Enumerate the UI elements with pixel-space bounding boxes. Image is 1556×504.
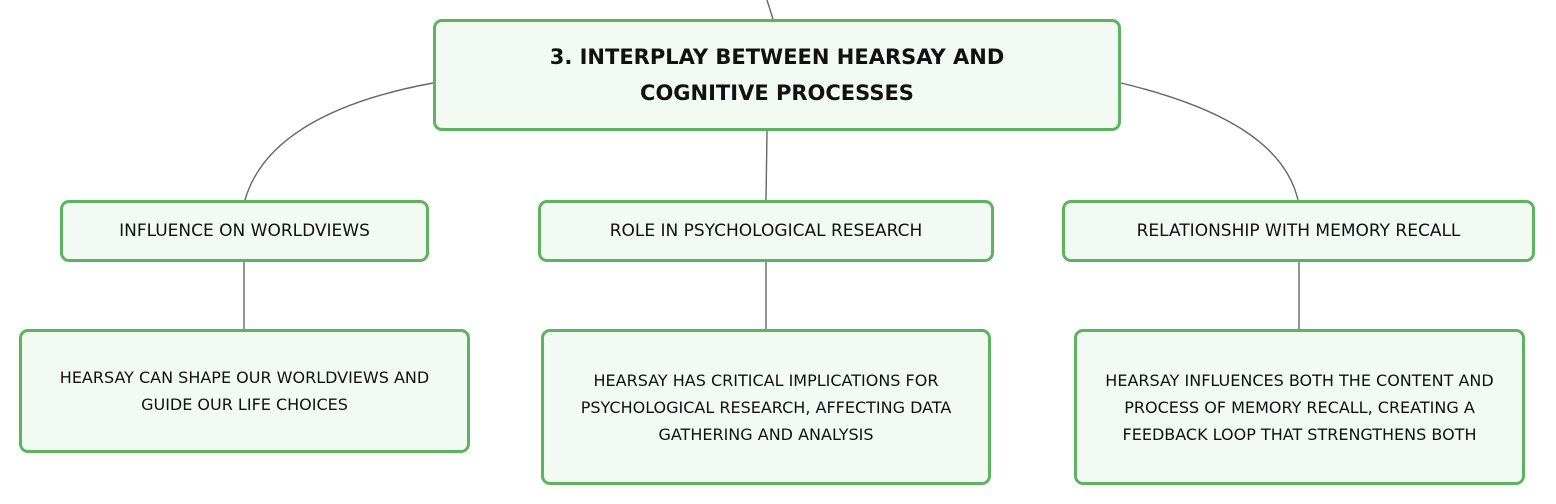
detail-node-research[interactable]: HEARSAY HAS CRITICAL IMPLICATIONS FOR PS… (541, 329, 991, 485)
root-topic-node[interactable]: 3. INTERPLAY BETWEEN HEARSAY AND COGNITI… (433, 19, 1121, 131)
connector-root-to-research (765, 130, 768, 201)
branch-node-research[interactable]: ROLE IN PSYCHOLOGICAL RESEARCH (538, 200, 994, 262)
branch-node-memory[interactable]: RELATIONSHIP WITH MEMORY RECALL (1062, 200, 1535, 262)
detail-node-worldviews[interactable]: HEARSAY CAN SHAPE OUR WORLDVIEWS AND GUI… (19, 329, 470, 453)
detail-text-worldviews: HEARSAY CAN SHAPE OUR WORLDVIEWS AND GUI… (59, 368, 430, 414)
root-topic-label: 3. INTERPLAY BETWEEN HEARSAY AND COGNITI… (549, 45, 1005, 105)
connector-parent-to-root (766, 0, 774, 20)
connector-root-to-memory (1120, 82, 1299, 201)
branch-label-memory: RELATIONSHIP WITH MEMORY RECALL (1136, 221, 1461, 241)
branch-node-worldviews[interactable]: INFLUENCE ON WORLDVIEWS (60, 200, 429, 262)
branch-label-research: ROLE IN PSYCHOLOGICAL RESEARCH (609, 221, 923, 241)
connector-root-to-worldviews (244, 82, 434, 201)
detail-text-memory: HEARSAY INFLUENCES BOTH THE CONTENT AND … (1105, 370, 1494, 444)
branch-label-worldviews: INFLUENCE ON WORLDVIEWS (119, 221, 370, 241)
detail-node-memory[interactable]: HEARSAY INFLUENCES BOTH THE CONTENT AND … (1074, 329, 1525, 485)
detail-text-research: HEARSAY HAS CRITICAL IMPLICATIONS FOR PS… (580, 370, 952, 444)
